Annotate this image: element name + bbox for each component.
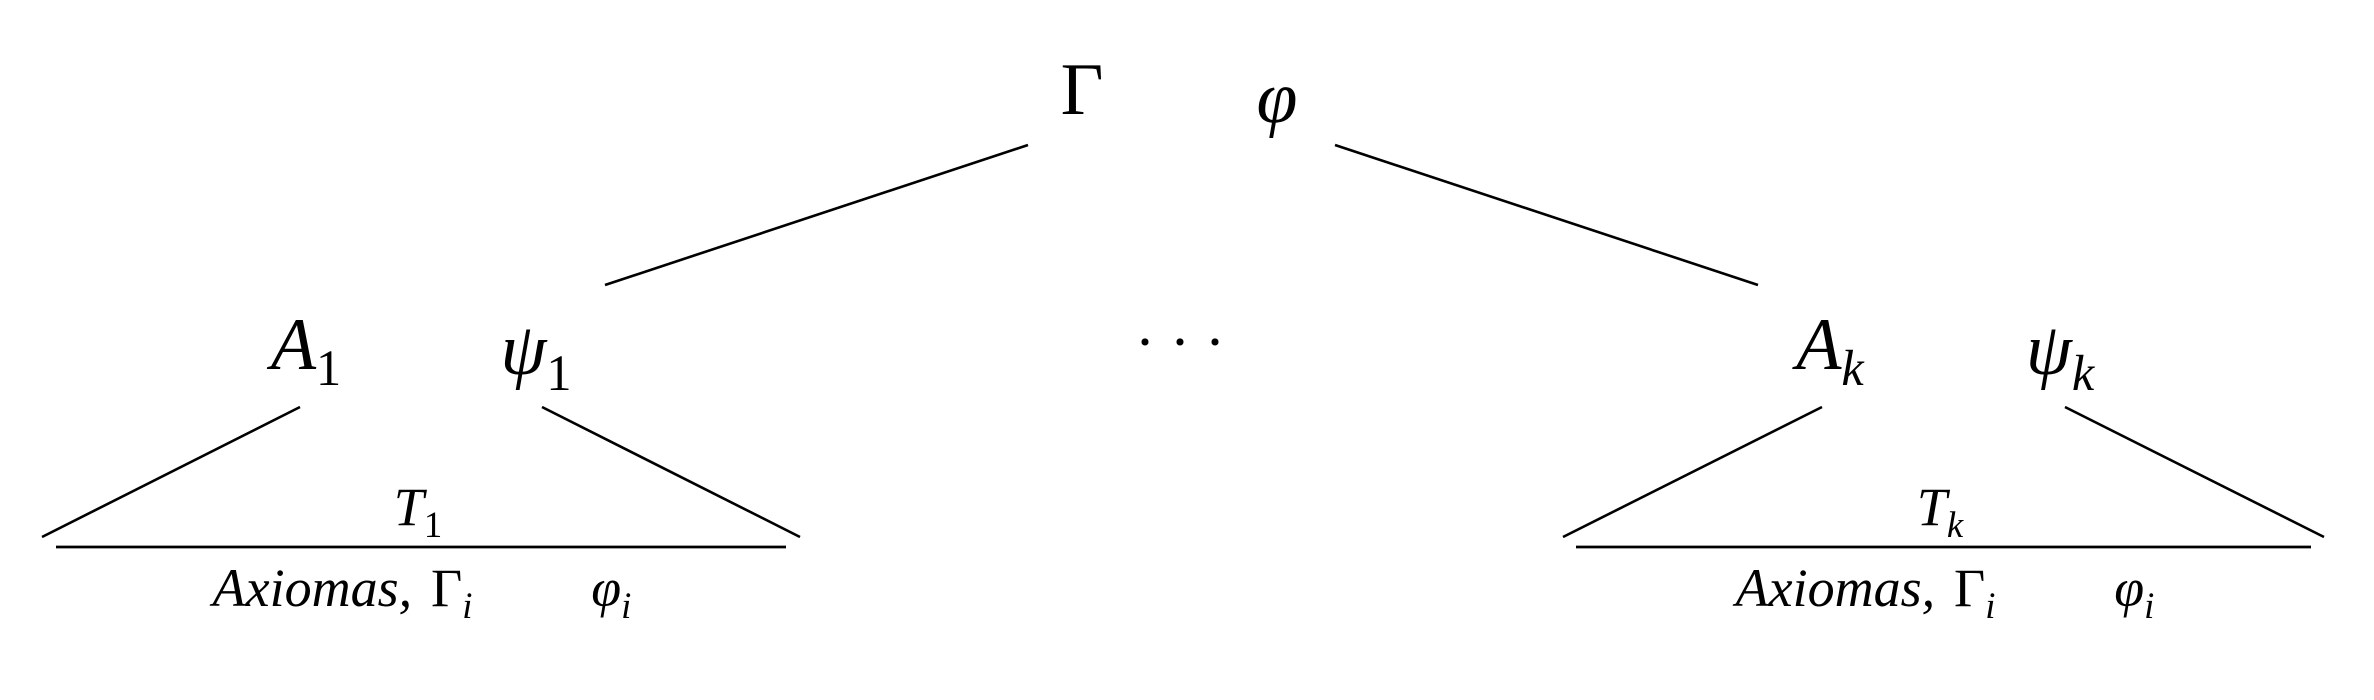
assumption-ak-index: k	[1841, 340, 1864, 397]
edge-root-right	[1334, 143, 1759, 287]
leaves-right-gamma-index: i	[1985, 584, 1996, 626]
formula-psi1: ψ1	[500, 313, 571, 398]
leaves-left-axioms: Axiomas,	[212, 558, 413, 618]
edge-root-left	[604, 143, 1029, 287]
tree-t1-index: 1	[423, 503, 443, 545]
assumption-a1: A1	[271, 308, 341, 393]
edge-left-subtree-right	[541, 405, 801, 539]
formula-psik: ψk	[2026, 313, 2094, 398]
leaves-left-gamma: Γ	[431, 558, 463, 618]
root-gamma: Γ	[1060, 49, 1104, 131]
leaves-right-phi: φ	[2114, 558, 2145, 618]
formula-psi1-symbol: ψ	[500, 309, 547, 391]
formula-psik-symbol: ψ	[2025, 309, 2072, 391]
leaves-right-phi-index: i	[2144, 584, 2155, 626]
assumption-a1-index: 1	[316, 340, 342, 397]
root-phi: φ	[1256, 57, 1298, 139]
edge-left-subtree-left	[41, 405, 301, 539]
assumption-ak-symbol: A	[1796, 304, 1842, 386]
assumption-ak: Ak	[1796, 308, 1864, 393]
tree-tk: Tk	[1916, 477, 1963, 543]
formula-psik-index: k	[2071, 345, 2095, 402]
tree-t1: T1	[393, 477, 442, 543]
edge-right-subtree-left	[1562, 405, 1823, 539]
formula-psi1-index: 1	[546, 345, 572, 402]
ellipsis: · · ·	[1135, 309, 1225, 375]
leaves-right-axioms: Axiomas,	[1735, 558, 1936, 618]
tree-tk-index: k	[1946, 503, 1964, 545]
tree-tk-symbol: T	[1916, 477, 1947, 537]
leaves-left-phi-index: i	[621, 584, 632, 626]
leaves-left-phi: φ	[591, 558, 622, 618]
leaves-left-gamma-index: i	[462, 584, 473, 626]
leaves-right-gamma: Γ	[1954, 558, 1986, 618]
tree-t1-symbol: T	[393, 477, 424, 537]
edge-right-subtree-right	[2064, 405, 2325, 539]
assumption-a1-symbol: A	[270, 304, 317, 386]
